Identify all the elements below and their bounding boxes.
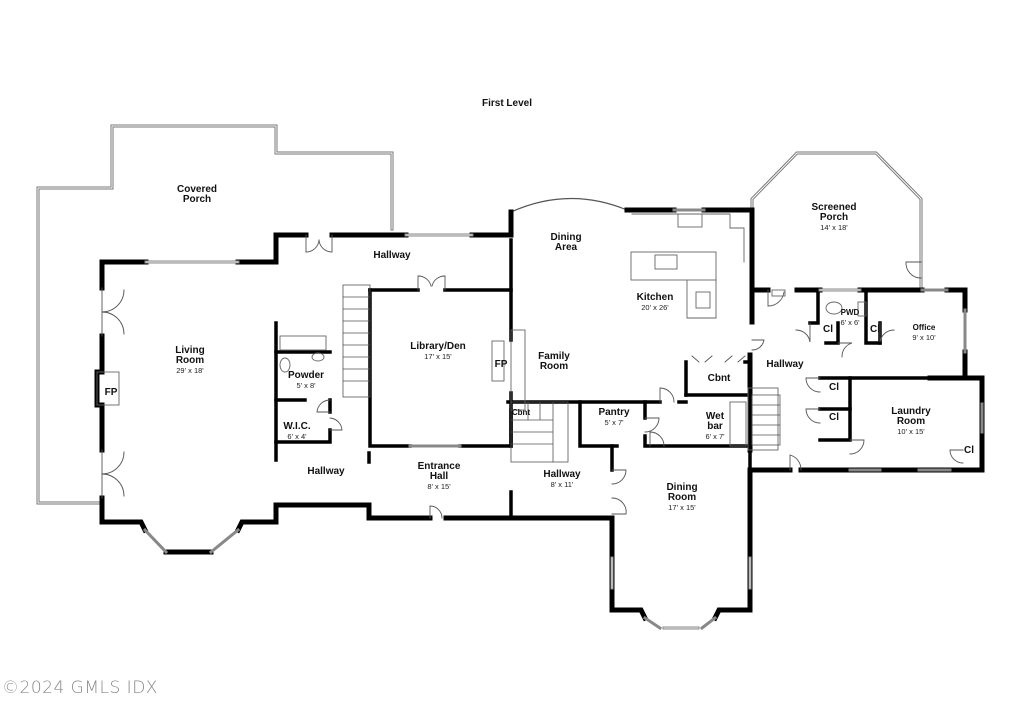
room-label-closet-2: Cl	[870, 325, 880, 335]
room-name-line: Family	[538, 351, 570, 362]
room-name-line: Room	[175, 355, 205, 366]
room-label-closet-1: Cl	[823, 325, 833, 335]
interior-walls	[274, 238, 932, 520]
room-dimensions: 29' x 18'	[176, 366, 204, 375]
room-label-closet-4: Cl	[829, 413, 839, 423]
room-label-hallway-top: Hallway	[373, 251, 410, 261]
room-name-line: Kitchen	[636, 292, 674, 303]
staircases	[342, 284, 781, 463]
room-name-line: FP	[104, 387, 118, 398]
room-dimensions: 17' x 15'	[424, 352, 452, 361]
room-name-line: Hallway	[373, 250, 411, 261]
room-dimensions: 5' x 8'	[296, 381, 316, 390]
room-label-cabinet-kitchen: Cbnt	[708, 374, 731, 384]
room-name-line: Cl	[823, 324, 833, 335]
room-name-line: Pantry	[598, 407, 630, 418]
room-name-line: Hallway	[307, 466, 345, 477]
room-name-line: Powder	[287, 370, 325, 381]
dining-area-bay-arc	[510, 197, 628, 213]
room-name-line: bar	[707, 421, 723, 432]
room-dimensions: 6' x 6'	[840, 318, 860, 327]
room-name-line: Room	[667, 492, 697, 503]
room-name-line: Library/Den	[410, 341, 466, 352]
room-label-closet-5: Cl	[964, 446, 974, 456]
room-dimensions: 9' x 10'	[912, 333, 936, 342]
room-label-hallway-left: Hallway	[307, 467, 344, 477]
room-name-line: Area	[554, 242, 578, 253]
room-name-line: Room	[539, 361, 569, 372]
room-name-line: Living	[175, 345, 205, 356]
room-name-line: Hallway	[766, 359, 804, 370]
door-swings	[101, 234, 964, 519]
room-name-line: PWD	[840, 308, 860, 317]
covered-porch-outline	[36, 124, 394, 505]
room-name-line: Cbnt	[511, 408, 531, 417]
room-dimensions: 14' x 18'	[820, 223, 848, 232]
room-name-line: Cl	[870, 324, 880, 335]
room-dimensions: 8' x 11'	[550, 480, 574, 489]
room-name-line: Office	[912, 323, 936, 332]
room-name-line: Cl	[964, 445, 974, 456]
room-name-line: Covered	[176, 184, 218, 195]
room-dimensions: 5' x 7'	[604, 418, 624, 427]
room-dimensions: 10' x 15'	[897, 427, 925, 436]
room-name-line: Cl	[829, 412, 839, 423]
room-name-line: Wet	[705, 411, 725, 422]
room-name-line: FP	[494, 359, 508, 370]
room-name-line: Screened	[811, 202, 857, 213]
room-name-line: Hall	[429, 471, 449, 482]
room-dimensions: 6' x 4'	[287, 432, 307, 441]
room-label-wic: W.I.C.6' x 4'	[283, 421, 311, 442]
room-label-fireplace-living: FP	[105, 388, 118, 398]
windows	[142, 208, 984, 631]
room-name-line: Cbnt	[707, 373, 731, 384]
copyright-watermark: ©2024 GMLS IDX	[2, 678, 158, 698]
plan-title: First Level	[481, 98, 533, 109]
room-dimensions: 17' x 15'	[668, 503, 696, 512]
room-name-line: Dining	[666, 482, 698, 493]
room-name-line: Hallway	[543, 469, 581, 480]
exterior-walls	[94, 207, 985, 622]
room-name-line: Room	[896, 416, 926, 427]
room-name-line: Laundry	[891, 406, 931, 417]
room-name-line: Cl	[829, 382, 839, 393]
room-dimensions: 8' x 15'	[427, 482, 451, 491]
room-label-cabinet-stairs: Cbnt	[512, 408, 530, 418]
fixtures	[96, 213, 867, 451]
room-label-fireplace-library: FP	[495, 360, 508, 370]
room-name-line: Porch	[819, 212, 849, 223]
room-name-line: Entrance	[417, 461, 461, 472]
room-name-line: W.I.C.	[283, 421, 311, 432]
room-dimensions: 6' x 7'	[705, 432, 725, 441]
room-label-hallway-right: Hallway	[766, 360, 803, 370]
room-label-closet-3: Cl	[829, 383, 839, 393]
room-dimensions: 20' x 26'	[641, 303, 669, 312]
room-name-line: Dining	[550, 232, 582, 243]
room-name-line: Porch	[182, 194, 212, 205]
